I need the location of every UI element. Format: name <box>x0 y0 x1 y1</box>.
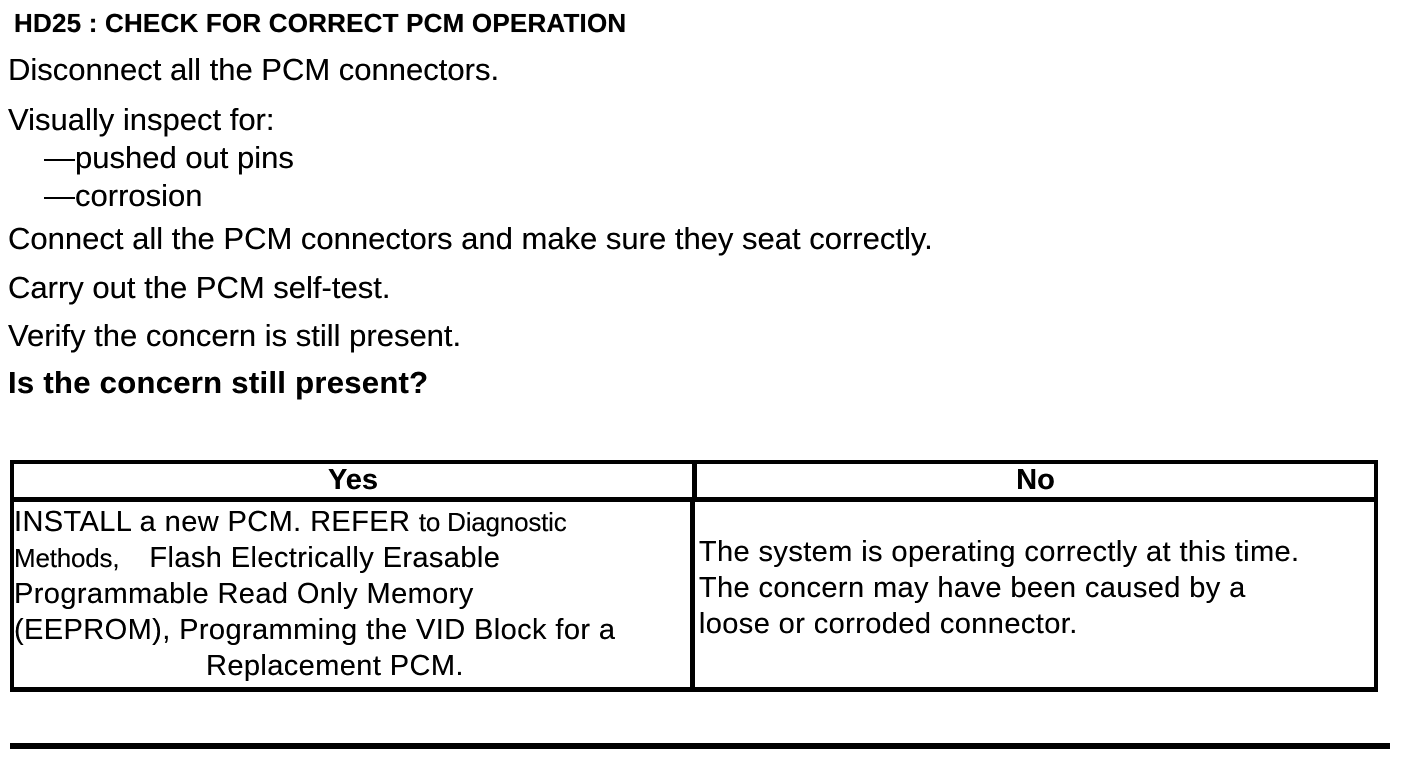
page-bottom-divider-rule <box>10 743 1390 749</box>
decision-table-header-row: Yes No <box>14 464 1374 502</box>
yes-action-line-4: (EEPROM), Programming the VID Block for … <box>14 614 616 646</box>
pinpoint-test-heading: HD25 : CHECK FOR CORRECT PCM OPERATION <box>14 8 627 38</box>
yes-action-reference-text: to Diagnostic <box>418 507 567 537</box>
yes-action-line-5: Replacement PCM. <box>206 650 464 682</box>
decision-table-body-row: INSTALL a new PCM. REFER to Diagnostic M… <box>14 502 1374 687</box>
yes-action-line-2: Methods, Flash Electrically Erasable <box>14 540 690 576</box>
yes-action-reference-text: Methods, <box>14 543 120 573</box>
step-pcm-self-test: Carry out the PCM self-test. <box>8 270 391 305</box>
step-verify-concern: Verify the concern is still present. <box>8 318 462 353</box>
no-column-header: No <box>1016 464 1055 496</box>
step-disconnect-connectors: Disconnect all the PCM connectors. <box>8 52 500 87</box>
yes-action-line-3: Programmable Read Only Memory <box>14 578 474 610</box>
yes-action-cell: INSTALL a new PCM. REFER to Diagnostic M… <box>14 502 695 687</box>
yes-no-decision-table: Yes No INSTALL a new PCM. REFER to Diagn… <box>10 460 1378 692</box>
no-action-cell: The system is operating correctly at thi… <box>695 502 1374 687</box>
no-action-line-3: loose or corroded connector. <box>698 608 1078 640</box>
yes-action-line-1: INSTALL a new PCM. REFER to Diagnostic <box>14 504 690 540</box>
inspect-item-corrosion: —corrosion <box>44 178 203 213</box>
decision-question: Is the concern still present? <box>8 365 429 400</box>
yes-action-regular-text: Flash Electrically Erasable <box>149 542 501 574</box>
yes-action-regular-text: INSTALL a new PCM. REFER <box>14 506 419 538</box>
yes-column-header: Yes <box>14 464 697 497</box>
no-action-line-2: The concern may have been caused by a <box>698 572 1246 604</box>
step-visually-inspect: Visually inspect for: <box>8 102 275 137</box>
step-connect-connectors: Connect all the PCM connectors and make … <box>8 221 933 256</box>
inspect-item-pushed-out-pins: —pushed out pins <box>44 140 294 175</box>
no-action-line-1: The system is operating correctly at thi… <box>698 536 1300 568</box>
